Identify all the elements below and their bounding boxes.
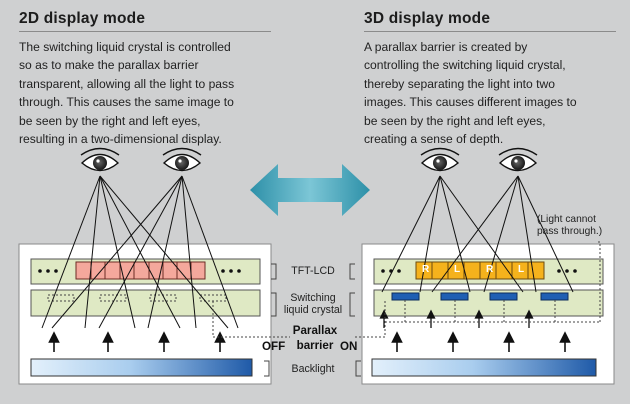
left-description: The switching liquid crystal is controll… bbox=[19, 38, 234, 148]
tft-lcd-label: TFT-LCD bbox=[291, 265, 335, 277]
left-line: through. This causes the same image to bbox=[19, 95, 234, 110]
right-description: A parallax barrier is created by control… bbox=[364, 38, 577, 148]
parallax-label-2: barrier bbox=[296, 339, 334, 352]
left-line: so as to make the parallax barrier bbox=[19, 58, 199, 73]
light-cannot-line2: pass through.) bbox=[537, 226, 603, 237]
left-heading: 2D display mode bbox=[19, 10, 146, 27]
left-switching-layer bbox=[30, 289, 261, 317]
right-backlight bbox=[371, 358, 597, 377]
right-line: images. This causes different images to bbox=[364, 95, 577, 110]
ellipsis-dots bbox=[38, 269, 577, 273]
right-eyes bbox=[420, 147, 538, 172]
left-divider bbox=[19, 31, 271, 32]
left-pixel-strip bbox=[75, 261, 206, 280]
left-line: The switching liquid crystal is controll… bbox=[19, 40, 231, 54]
left-backlight bbox=[30, 358, 253, 377]
double-arrow-icon bbox=[250, 164, 370, 216]
switching-label: Switching liquid crystal bbox=[279, 292, 347, 316]
pixel-label-r: R bbox=[486, 264, 494, 275]
right-heading: 3D display mode bbox=[364, 10, 491, 27]
right-line: creating a sense of depth. bbox=[364, 132, 504, 147]
pixel-label-l: L bbox=[518, 264, 525, 275]
backlight-label: Backlight bbox=[291, 363, 335, 375]
left-line: transparent, allowing all the light to p… bbox=[19, 76, 235, 91]
left-line: be seen by the right and left eyes, bbox=[19, 113, 201, 128]
left-eyes bbox=[80, 147, 202, 172]
right-light-arrows bbox=[391, 331, 571, 352]
left-light-rays bbox=[41, 175, 239, 329]
center-brackets bbox=[264, 263, 361, 377]
light-cannot-line1: (Light cannot bbox=[537, 214, 596, 225]
light-cannot-note: (Light cannot pass through.) bbox=[537, 214, 602, 238]
right-line: A parallax barrier is created by bbox=[364, 40, 528, 54]
on-label: ON bbox=[340, 340, 358, 353]
right-line: controlling the switching liquid crystal… bbox=[364, 58, 566, 73]
right-line: be seen by the right and left eyes, bbox=[364, 113, 546, 128]
left-line: resulting in a two-dimensional display. bbox=[19, 132, 222, 147]
switching-label-line2: liquid crystal bbox=[283, 304, 343, 316]
off-label: OFF bbox=[262, 340, 286, 353]
parallax-label-1: Parallax bbox=[292, 324, 338, 337]
switching-label-line1: Switching bbox=[290, 292, 336, 304]
barrier-leader-lines bbox=[212, 241, 601, 338]
right-divider bbox=[364, 31, 616, 32]
pixel-label-r: R bbox=[422, 264, 430, 275]
pixel-label-l: L bbox=[454, 264, 461, 275]
right-line: thereby separating the light into two bbox=[364, 76, 555, 91]
